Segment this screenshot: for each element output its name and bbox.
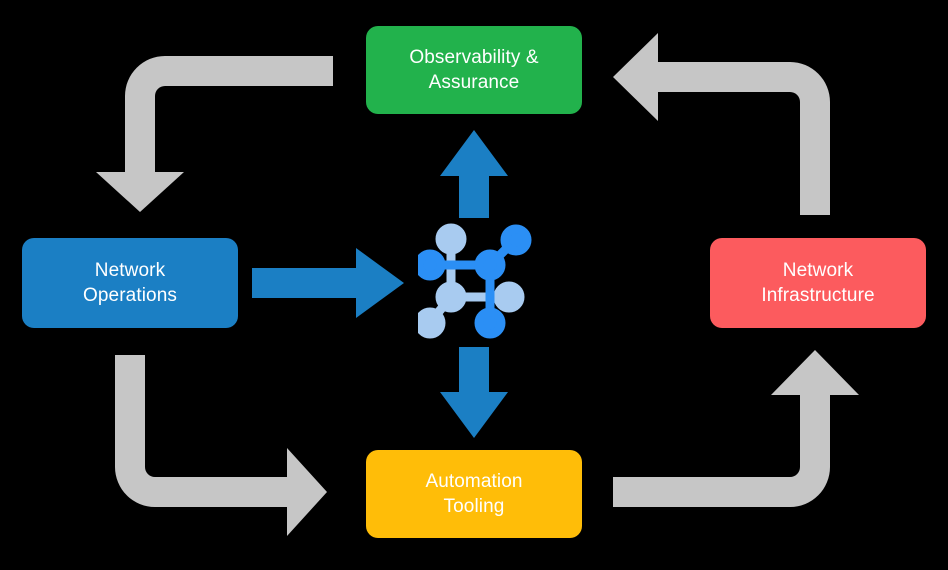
gray-arrow-operations-to-automation bbox=[115, 355, 327, 536]
gray-arrow-infrastructure-to-observability bbox=[613, 33, 830, 215]
network-icon-back-layer bbox=[418, 223, 525, 339]
gray-arrow-automation-to-infrastructure bbox=[613, 350, 859, 507]
blue-arrow-operations-to-hub bbox=[252, 248, 404, 318]
node-label-automation: Automation Tooling bbox=[425, 470, 523, 517]
node-observability-assurance[interactable]: Observability & Assurance bbox=[366, 26, 582, 114]
gray-arrow-observability-to-operations bbox=[96, 56, 333, 212]
node-label-observability: Observability & Assurance bbox=[409, 46, 539, 93]
blue-arrow-hub-to-observability bbox=[440, 130, 508, 218]
network-topology-icon bbox=[418, 223, 532, 339]
node-label-infrastructure: Network Infrastructure bbox=[761, 259, 875, 306]
network-icon-front-layer bbox=[418, 224, 532, 339]
node-network-infrastructure[interactable]: Network Infrastructure bbox=[710, 238, 926, 328]
node-label-operations: Network Operations bbox=[83, 259, 177, 306]
node-automation-tooling[interactable]: Automation Tooling bbox=[366, 450, 582, 538]
node-network-operations[interactable]: Network Operations bbox=[22, 238, 238, 328]
blue-arrow-hub-to-automation bbox=[440, 347, 508, 438]
